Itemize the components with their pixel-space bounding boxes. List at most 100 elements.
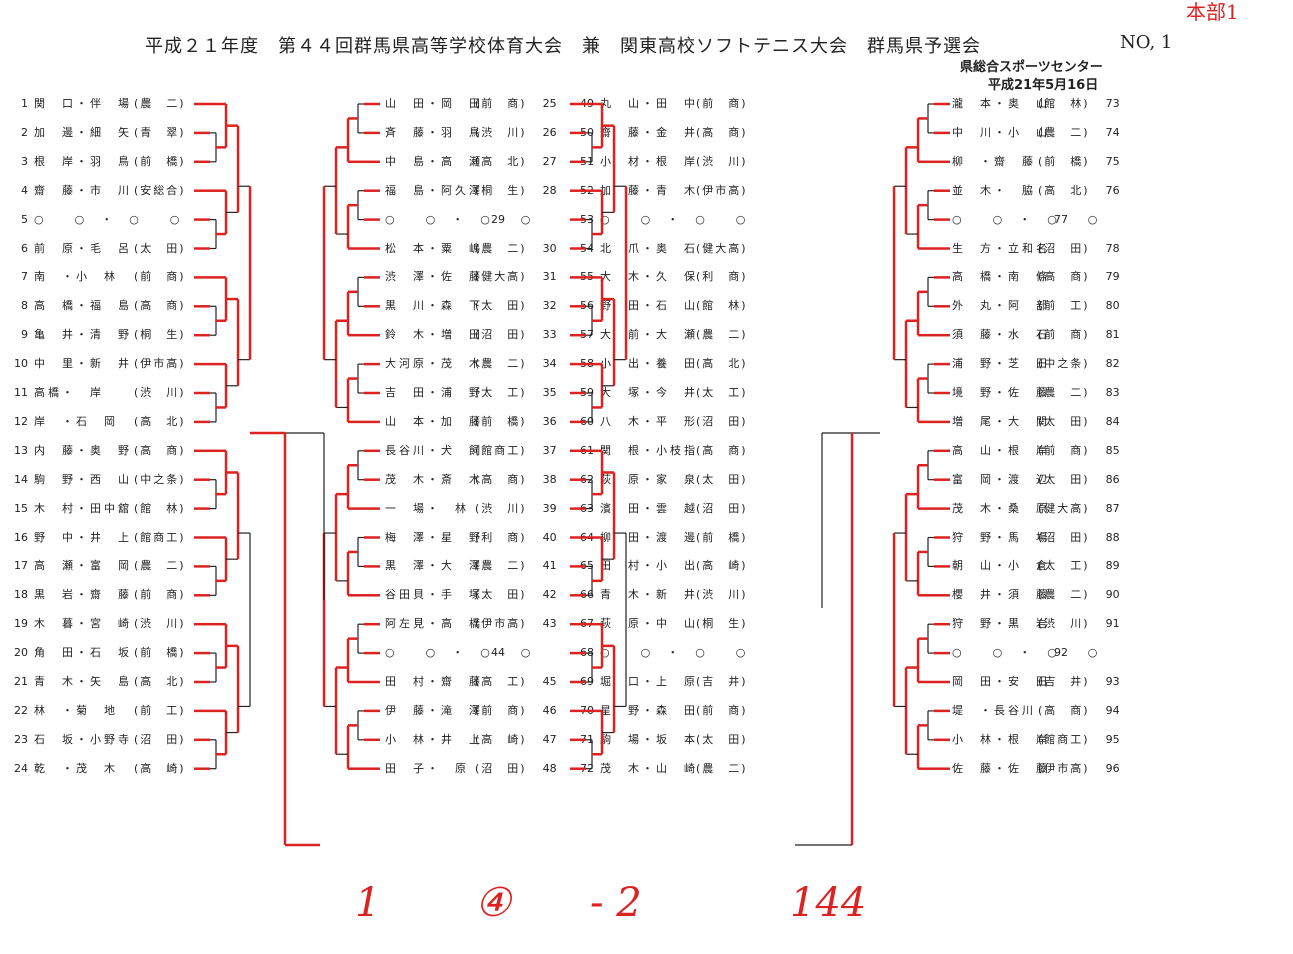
entry-row: 狩 野・馬 場(沼 田)88	[952, 531, 1120, 545]
entry-school: (前 商)	[475, 97, 527, 110]
entry-row: 渋 澤・佐 藤(健大高)31	[385, 270, 557, 284]
corner-note: 本部1	[1186, 0, 1239, 24]
entry-number: 21	[14, 675, 28, 688]
entry-row: 大河原・茂 木(農 二)34	[385, 357, 557, 371]
entry-row: 富 岡・渡 辺(太 田)86	[952, 473, 1120, 487]
handwritten-summary: 1 ④ - 2 144	[0, 880, 1293, 940]
entry-number: 73	[1105, 97, 1120, 110]
entry-number: 17	[14, 559, 28, 573]
entry-players: 堀 口・上 原	[600, 675, 698, 688]
entry-school: (桐 生)	[134, 328, 186, 342]
entry-school: (沼 田)	[475, 328, 527, 342]
entry-number: 88	[1105, 530, 1120, 544]
entry-school: (渋 川)	[696, 154, 748, 168]
entry-school: (前 商)	[134, 588, 186, 602]
entry-row: 松 本・粟 嶋(農 二)30	[385, 242, 557, 256]
entry-players: 星 野・森 田	[600, 703, 698, 717]
entry-players: 乾 ・茂 木	[34, 761, 118, 775]
entry-number: 12	[14, 414, 28, 428]
entry-players: 木 村・田中舘	[34, 501, 132, 515]
entry-school: (沼 田)	[475, 761, 527, 775]
entry-players: 高 橋・福 島	[34, 299, 132, 313]
entry-players: 高 瀬・富 岡	[34, 559, 132, 573]
entry-school: (高 商)	[134, 299, 186, 313]
summary-part-3: - 2	[590, 880, 642, 926]
entry-number: 87	[1105, 501, 1120, 515]
entry-school: (前 商)	[696, 97, 748, 110]
entry-number: 35	[542, 386, 557, 399]
entry-players: 南 ・小 林	[34, 270, 118, 284]
entry-row: 外 丸・阿 部(前 工)80	[952, 299, 1120, 313]
entry-players: 黒 川・森 下	[385, 299, 483, 313]
entry-players: 内 藤・奥 野	[34, 443, 132, 457]
entry-number: 23	[14, 732, 28, 746]
entry-players: 梅 澤・星 野	[385, 530, 483, 544]
entry-row: 茂 木・桑 原(健大高)87	[952, 502, 1120, 516]
entry-players: 黒 澤・大 澤	[385, 559, 483, 573]
entry-number: 34	[542, 357, 557, 371]
entry-number: 46	[542, 703, 557, 717]
entry-number: 41	[542, 559, 557, 573]
entry-row: ○ ○ ・ ○ ○92	[952, 646, 1097, 660]
entry-players: 岸 ・石 岡	[34, 414, 118, 428]
entry-players: 伊 藤・滝 澤	[385, 703, 483, 717]
entry-school: (高 崎)	[696, 559, 748, 573]
entry-school: (太 田)	[134, 241, 186, 255]
entry-number: 48	[542, 761, 557, 775]
entry-school: (安総合)	[134, 183, 186, 197]
document-number: NO, 1	[1120, 32, 1173, 53]
entry-players: 林 ・菊 地	[34, 703, 118, 717]
entry-players: 加 邊・細 矢	[34, 125, 132, 139]
venue-label: 県総合スポーツセンター	[960, 60, 1103, 75]
entry-number: 18	[14, 588, 28, 602]
entry-row: 狩 野・黒 岩(渋 川)91	[952, 617, 1120, 631]
entry-number: 20	[14, 646, 28, 660]
entry-players: 大 前・大 瀬	[600, 328, 698, 342]
entry-players: 松 本・粟 嶋	[385, 241, 483, 255]
entry-row: 増 尾・大 関(太 田)84	[952, 415, 1120, 429]
entry-school: (吉 井)	[1038, 675, 1090, 688]
entry-number: 24	[14, 761, 28, 775]
entry-number: 77	[1054, 212, 1068, 226]
date-label: 平成21年5月16日	[988, 78, 1099, 93]
entry-number: 39	[542, 501, 557, 515]
entry-row: ○ ○ ・ ○ ○29	[385, 213, 530, 227]
entry-school: (高 商)	[1038, 270, 1090, 284]
entry-number: 89	[1105, 559, 1120, 573]
entry-players: 黒 岩・齋 藤	[34, 588, 132, 602]
entry-row: 山 田・岡 田(前 商)25	[385, 97, 557, 111]
entry-number: 47	[542, 732, 557, 746]
entry-school: (前 商)	[134, 270, 186, 284]
entry-number: 19	[14, 617, 28, 631]
entry-players: 須 藤・水 石	[952, 328, 1050, 342]
entry-row: 福 島・阿久澤(桐 生)28	[385, 184, 557, 198]
entry-players: 濱 田・雲 越	[600, 501, 698, 515]
entry-players: 小 材・根 岸	[600, 154, 698, 168]
entry-players: 駒 場・坂 本	[600, 732, 698, 746]
entry-row: 58小 出・養 田(高 北)	[572, 357, 748, 371]
entry-players: 加 藤・青 木	[600, 183, 698, 197]
entry-number: 45	[542, 675, 557, 688]
entry-number: 11	[14, 386, 28, 399]
entry-number: 40	[542, 530, 557, 544]
entry-number: 43	[542, 617, 557, 631]
entry-school: (高 商)	[696, 443, 748, 457]
entry-players: 八 木・平 形	[600, 414, 698, 428]
entry-players: 関 根・小枝指	[600, 443, 698, 457]
entry-school: (太 田)	[696, 732, 748, 746]
entry-school: (太 工)	[475, 386, 527, 399]
entry-number: 84	[1105, 414, 1120, 428]
entry-number: 81	[1105, 328, 1120, 342]
entry-number: 94	[1105, 703, 1120, 717]
entry-players: 一 場・ 林	[385, 501, 469, 515]
entry-row: ○ ○ ・ ○ ○44	[385, 646, 530, 660]
entry-number: 42	[542, 588, 557, 602]
